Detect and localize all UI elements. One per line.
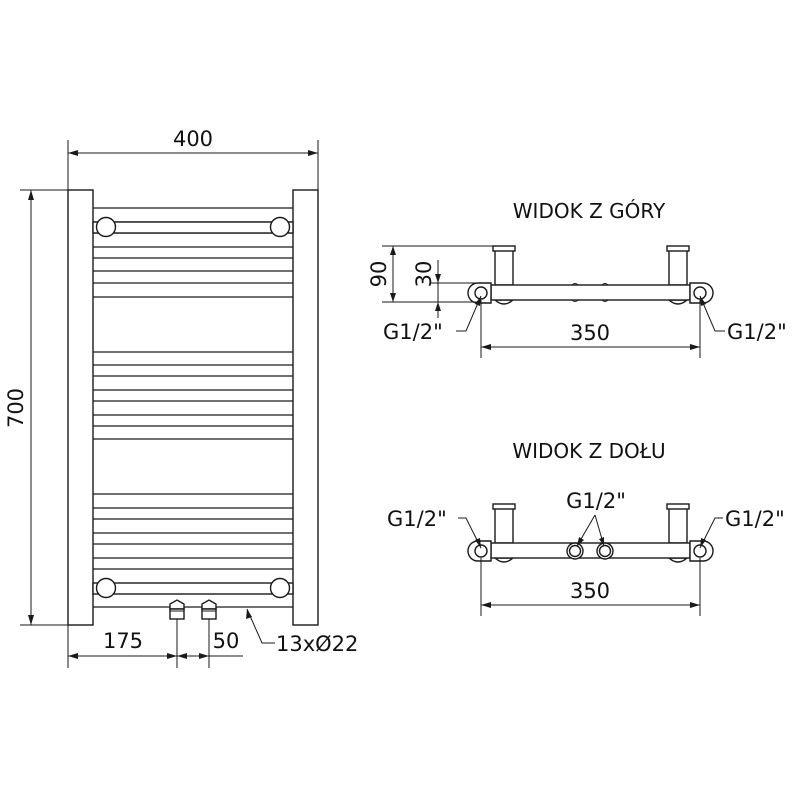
mount-circle-bottom-right bbox=[269, 577, 291, 599]
top-left-connection: G1/2" bbox=[383, 320, 443, 344]
bottom-view: WIDOK Z DOŁU G1/2" G1/2" G1/2" bbox=[387, 439, 785, 616]
top-bracket-left bbox=[494, 249, 514, 286]
top-collector-bar bbox=[490, 284, 691, 301]
width-dimension: 400 bbox=[67, 127, 319, 190]
valve-left bbox=[169, 599, 185, 668]
bottom-view-title: WIDOK Z DOŁU bbox=[512, 439, 665, 463]
height-dimension: 700 bbox=[4, 189, 68, 626]
tube-group-middle bbox=[93, 351, 293, 440]
top-view-title: WIDOK Z GÓRY bbox=[513, 199, 666, 223]
height-label: 700 bbox=[4, 388, 28, 428]
mount-circle-top-right bbox=[269, 216, 291, 238]
bottom-center-connection: G1/2" bbox=[566, 489, 626, 513]
top-right-connection: G1/2" bbox=[727, 320, 787, 344]
top-bracket-right bbox=[668, 249, 688, 286]
bottom-bracket-right bbox=[668, 507, 688, 544]
tube-group-bottom bbox=[93, 493, 293, 608]
valve-right bbox=[201, 599, 217, 668]
offset-label: 175 bbox=[103, 629, 143, 653]
top-mounting-rail bbox=[92, 216, 294, 238]
mount-circle-top-left bbox=[95, 216, 117, 238]
tube-callout-label: 13xØ22 bbox=[276, 632, 358, 656]
front-view: 400 700 175 50 13xØ22 bbox=[4, 127, 358, 668]
top-view: WIDOK Z GÓRY 90 30 bbox=[367, 199, 787, 358]
bottom-left-connection: G1/2" bbox=[387, 507, 447, 531]
bottom-mounting-rail bbox=[92, 577, 294, 599]
width-label: 400 bbox=[173, 127, 213, 151]
mount-circle-bottom-left bbox=[95, 577, 117, 599]
depth-label: 90 bbox=[367, 261, 391, 288]
valve-spacing-label: 50 bbox=[213, 629, 240, 653]
tube-callout: 13xØ22 bbox=[246, 608, 358, 656]
left-post bbox=[67, 189, 94, 626]
top-axis-label: 350 bbox=[570, 321, 610, 345]
bottom-collector-bar bbox=[490, 542, 691, 559]
bottom-right-connection: G1/2" bbox=[725, 507, 785, 531]
right-post bbox=[292, 189, 319, 626]
bottom-axis-label: 350 bbox=[570, 579, 610, 603]
offset-label-top: 30 bbox=[412, 261, 436, 288]
bottom-bracket-left bbox=[494, 507, 514, 544]
valve-dimensions: 175 50 bbox=[67, 625, 243, 668]
